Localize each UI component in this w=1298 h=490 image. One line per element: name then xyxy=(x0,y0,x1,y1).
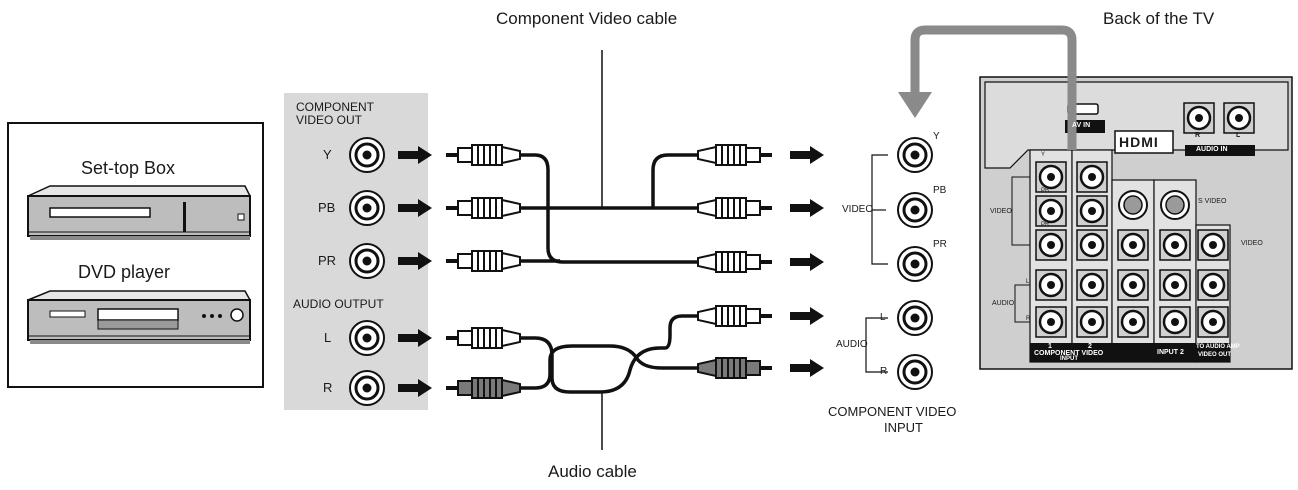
video-group-label: VIDEO xyxy=(842,204,874,215)
component-video-out-label-1: COMPONENT xyxy=(296,100,374,114)
tv-side-plugs xyxy=(698,145,772,378)
tv-audio-in-label: AUDIO IN xyxy=(1196,146,1228,153)
tv-component-video-input-label-2: INPUT xyxy=(1060,356,1078,362)
tv-panel-video-label: VIDEO xyxy=(990,208,1012,215)
set-top-box-icon xyxy=(27,185,252,240)
source-jack-pb xyxy=(348,189,386,227)
tv-column-2-number: 2 xyxy=(1088,343,1092,350)
audio-group-label: AUDIO xyxy=(836,339,868,350)
tv-hdmi-logo: HDMI xyxy=(1119,134,1159,150)
tv-component-input-jacks xyxy=(896,136,934,391)
tv-input-brackets xyxy=(865,154,888,373)
tv-pr-label: PR xyxy=(933,239,947,250)
audio-output-label: AUDIO OUTPUT xyxy=(293,297,384,311)
tv-jack-pr xyxy=(896,245,934,283)
tv-panel-jack-pr-label: PR xyxy=(1041,222,1050,228)
tv-av-in-label: AV IN xyxy=(1072,122,1091,129)
component-video-input-label-2: INPUT xyxy=(884,420,923,435)
source-r-label: R xyxy=(323,380,333,395)
component-video-input-label-1: COMPONENT VIDEO xyxy=(828,404,957,419)
tv-y-label: Y xyxy=(933,131,940,142)
tv-pb-label: PB xyxy=(933,185,947,196)
tv-audio-in-r-label: R xyxy=(1195,132,1201,139)
tv-video-out-label: VIDEO OUT xyxy=(1198,352,1232,358)
source-jack-y xyxy=(348,136,386,174)
back-of-tv-label: Back of the TV xyxy=(1103,9,1215,28)
tv-back-panel xyxy=(979,76,1293,370)
tv-jack-l xyxy=(896,299,934,337)
dvd-player-label: DVD player xyxy=(78,262,171,282)
source-jack-l xyxy=(348,319,386,357)
tv-input-2-label: INPUT 2 xyxy=(1157,349,1184,356)
tv-to-audio-amp-label: TO AUDIO AMP xyxy=(1196,344,1240,350)
source-side-plugs xyxy=(445,144,521,399)
tv-jack-y xyxy=(896,136,934,174)
tv-panel-video-right-label: VIDEO xyxy=(1241,240,1263,247)
tv-panel-jack-l-label: L xyxy=(1026,279,1030,285)
component-video-cable-label: Component Video cable xyxy=(496,9,678,28)
component-video-out-label-2: VIDEO OUT xyxy=(296,113,363,127)
tv-r-label: R xyxy=(880,366,888,377)
tv-component-video-input-label-1: COMPONENT VIDEO xyxy=(1034,350,1104,357)
tv-input-arrows xyxy=(790,146,824,377)
source-jack-pr xyxy=(348,242,386,280)
source-jack-r xyxy=(348,369,386,407)
tv-mapping-arrow xyxy=(910,25,1077,150)
tv-panel-jack-pb-label: PB xyxy=(1041,188,1050,194)
tv-column-1-number: 1 xyxy=(1048,343,1052,350)
tv-panel-jack-r-label: R xyxy=(1026,316,1031,322)
audio-cable-label: Audio cable xyxy=(548,462,637,481)
set-top-box-label: Set-top Box xyxy=(81,158,176,178)
tv-jack-pb xyxy=(896,191,934,229)
source-y-label: Y xyxy=(323,147,332,162)
tv-mapping-arrowhead xyxy=(898,92,932,118)
source-l-label: L xyxy=(324,330,332,345)
dvd-player-icon xyxy=(27,290,252,344)
source-devices-box xyxy=(7,122,264,388)
tv-panel-jack-y-label: Y xyxy=(1041,152,1046,158)
tv-l-label: L xyxy=(880,312,886,323)
source-pb-label: PB xyxy=(318,200,336,215)
cable-wires xyxy=(520,153,700,394)
tv-panel-audio-label: AUDIO xyxy=(992,300,1015,307)
source-pr-label: PR xyxy=(318,253,337,268)
tv-jack-r xyxy=(896,353,934,391)
tv-panel-s-video-label: S VIDEO xyxy=(1198,198,1227,205)
tv-audio-in-l-label: L xyxy=(1236,132,1241,139)
